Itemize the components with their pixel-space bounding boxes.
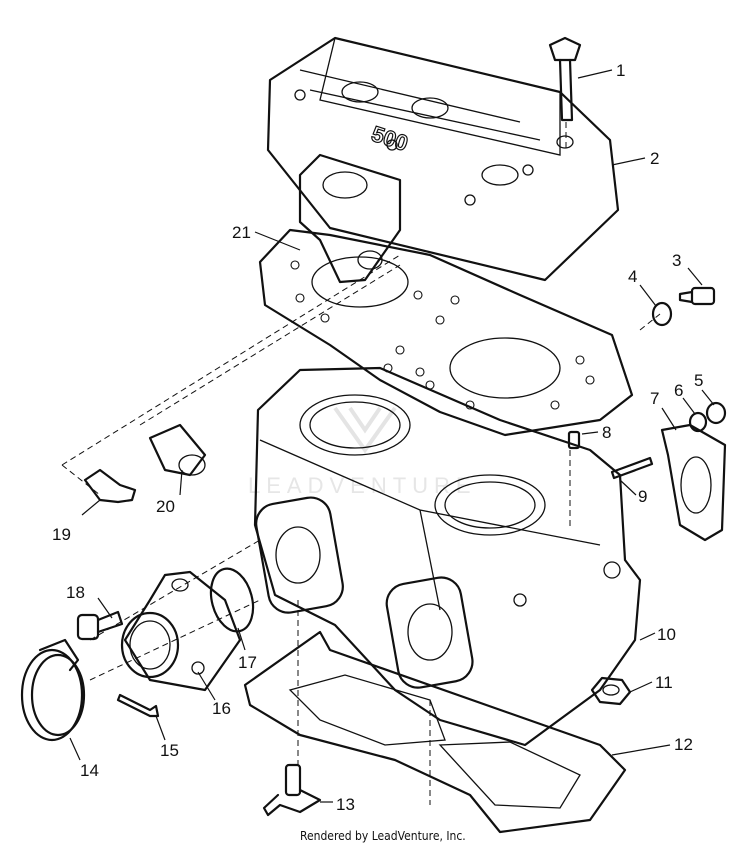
callout-7: 7 <box>650 389 659 408</box>
callout-13: 13 <box>336 795 355 814</box>
callout-11: 11 <box>655 673 673 692</box>
callout-4: 4 <box>628 267 637 286</box>
callout-8: 8 <box>602 423 611 442</box>
callout-2: 2 <box>650 149 659 168</box>
callout-16: 16 <box>212 699 231 718</box>
watermark-text: LEADVENTURE <box>248 473 477 498</box>
o-ring <box>209 567 255 633</box>
washer <box>651 301 673 327</box>
bolt <box>548 36 582 150</box>
intake-adapter <box>120 570 242 692</box>
assembly-lines <box>61 254 661 805</box>
callout-5: 5 <box>694 371 703 390</box>
watermark: LEADVENTURE <box>248 406 477 498</box>
screw <box>678 286 716 306</box>
callout-14: 14 <box>80 761 99 780</box>
callout-18: 18 <box>66 583 85 602</box>
nut-and-washer <box>688 401 727 433</box>
dowel-pin <box>567 430 581 450</box>
temperature-sensor <box>83 468 137 504</box>
callout-15: 15 <box>160 741 179 760</box>
callout-9: 9 <box>638 487 647 506</box>
callout-numbers: 1 2 3 4 5 6 7 8 9 10 11 12 13 14 15 16 1… <box>52 61 703 814</box>
callout-17: 17 <box>238 653 257 672</box>
head-gasket <box>258 228 634 437</box>
leader-lines <box>69 69 715 803</box>
callout-21: 21 <box>232 223 251 242</box>
callout-6: 6 <box>674 381 683 400</box>
exhaust-gasket <box>660 423 727 542</box>
base-gasket <box>243 630 627 834</box>
cylinder-block <box>253 366 642 747</box>
clamp <box>20 638 86 742</box>
callout-12: 12 <box>674 735 693 754</box>
fitting <box>262 763 322 817</box>
callout-19: 19 <box>52 525 71 544</box>
stud <box>610 456 654 480</box>
sleeve <box>148 423 207 477</box>
callout-3: 3 <box>672 251 681 270</box>
clamp-screw <box>116 693 160 718</box>
bolt-small <box>76 610 124 641</box>
callout-10: 10 <box>657 625 676 644</box>
callout-20: 20 <box>156 497 175 516</box>
render-credit: Rendered by LeadVenture, Inc. <box>300 829 466 843</box>
cylinder-head-cover: 500 <box>266 36 620 284</box>
head-marking: 500 <box>368 121 411 156</box>
callout-1: 1 <box>616 61 625 80</box>
